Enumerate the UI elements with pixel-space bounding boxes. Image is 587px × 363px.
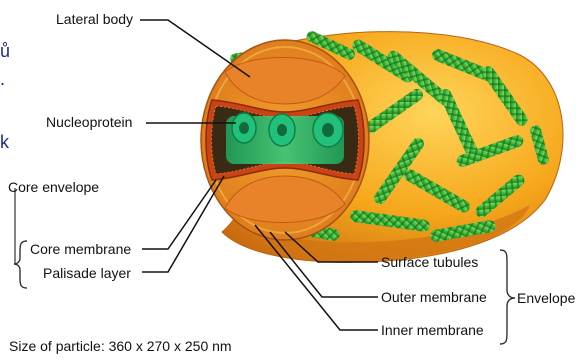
text-fragment-2: . bbox=[0, 69, 5, 89]
label-particle-size: Size of particle: 360 x 270 x 250 nm bbox=[9, 338, 232, 354]
label-surface-tubules: Surface tubules bbox=[381, 254, 478, 270]
label-core-envelope: Core envelope bbox=[8, 179, 99, 195]
nucleoprotein-ring-3 bbox=[313, 113, 343, 147]
core-envelope-bracket bbox=[14, 241, 27, 288]
envelope-bracket bbox=[500, 250, 515, 344]
label-core-membrane: Core membrane bbox=[30, 241, 131, 257]
label-envelope: Envelope bbox=[517, 290, 576, 306]
leader-core-membrane bbox=[142, 180, 216, 249]
nucleoprotein-graphic bbox=[226, 113, 344, 164]
label-inner-membrane: Inner membrane bbox=[381, 322, 484, 338]
nucleoprotein-ring-1 bbox=[232, 113, 256, 143]
nucleoprotein-ring-2 bbox=[269, 114, 295, 146]
text-fragment-1: ů bbox=[0, 41, 10, 61]
label-palisade-layer: Palisade layer bbox=[43, 265, 131, 281]
text-fragment-3: k bbox=[0, 132, 10, 152]
label-lateral-body: Lateral body bbox=[56, 11, 133, 27]
label-nucleoprotein: Nucleoprotein bbox=[46, 114, 132, 130]
label-outer-membrane: Outer membrane bbox=[381, 289, 487, 305]
